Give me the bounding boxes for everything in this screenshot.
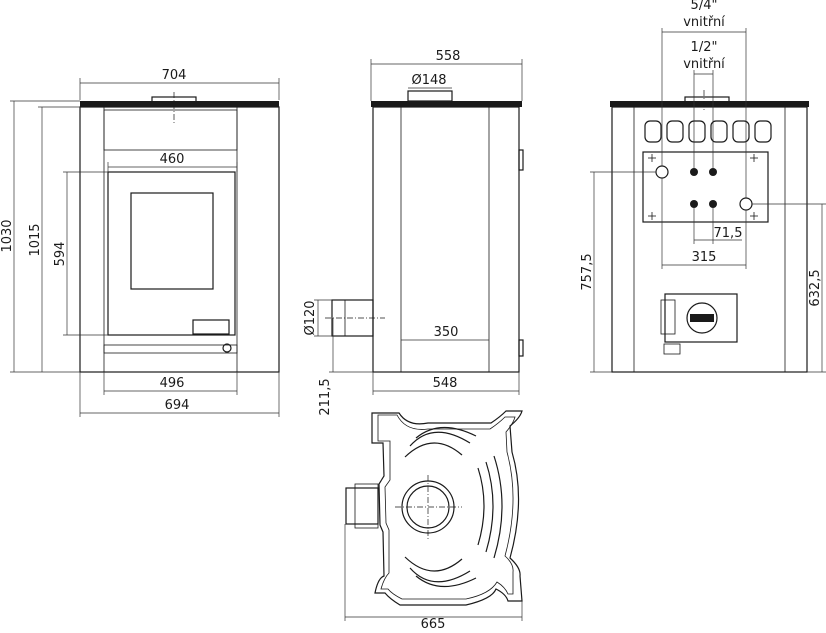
side-dim-558: 558 xyxy=(436,49,461,64)
top-dim-665: 665 xyxy=(421,617,446,632)
side-view: 558 Ø148 Ø120 211,5 350 548 xyxy=(303,49,524,416)
front-dim-704: 704 xyxy=(162,68,187,83)
rear-control-box xyxy=(664,293,738,343)
front-dim-496: 496 xyxy=(160,376,185,391)
rear-flue-collar xyxy=(684,96,730,103)
rear-label-1-2: 1/2" xyxy=(691,40,718,55)
rear-label-1-2-note: vnitřní xyxy=(683,57,725,72)
top-rear-flue-pipe xyxy=(345,487,379,525)
side-body xyxy=(372,106,520,373)
front-top-plate xyxy=(80,101,279,107)
rear-control-knob xyxy=(686,302,718,334)
front-dim-460: 460 xyxy=(160,152,185,167)
rear-top-plate xyxy=(610,101,809,107)
rear-plate-crosses xyxy=(648,154,758,220)
front-ash-drawer xyxy=(103,344,238,354)
front-view: 704 460 1030 1015 594 496 694 xyxy=(0,68,280,417)
side-flue-collar xyxy=(407,90,453,102)
front-dim-1015: 1015 xyxy=(28,223,43,256)
rear-connection-5-4-right xyxy=(739,197,753,211)
front-door-glass xyxy=(130,192,214,290)
side-hinge-top xyxy=(518,149,524,171)
side-dim-548: 548 xyxy=(433,376,458,391)
rear-body xyxy=(611,106,808,373)
front-upper-panel xyxy=(103,109,238,151)
top-view: 665 xyxy=(344,410,523,632)
top-outline xyxy=(371,410,523,606)
rear-dim-315: 315 xyxy=(692,250,717,265)
rear-connection-plate xyxy=(642,151,769,223)
front-door-handle xyxy=(192,319,230,335)
front-knob xyxy=(222,343,232,353)
side-dim-flue-120: Ø120 xyxy=(303,300,318,335)
side-top-plate xyxy=(371,101,522,107)
front-body xyxy=(79,106,280,373)
side-hinge-bottom xyxy=(518,339,524,357)
rear-vent-slots xyxy=(644,120,772,143)
top-arcs xyxy=(404,426,503,588)
rear-dim-71-5: 71,5 xyxy=(714,226,743,241)
rear-dim-632-5: 632,5 xyxy=(808,269,823,306)
rear-connection-1-2-c xyxy=(690,200,698,208)
rear-connection-5-4-left xyxy=(655,165,669,179)
rear-view: 5/4" vnitřní 1/2" vnitřní 71,5 315 757,5… xyxy=(580,0,826,373)
front-dim-694: 694 xyxy=(165,398,190,413)
side-dim-211-5: 211,5 xyxy=(318,378,333,415)
rear-label-5-4: 5/4" xyxy=(691,0,718,13)
front-door xyxy=(107,171,236,336)
rear-connection-1-2-a xyxy=(690,168,698,176)
side-dim-350: 350 xyxy=(434,325,459,340)
rear-label-5-4-note: vnitřní xyxy=(683,15,725,30)
rear-connection-1-2-b xyxy=(709,168,717,176)
side-dim-flue-148: Ø148 xyxy=(411,73,446,88)
rear-connection-1-2-d xyxy=(709,200,717,208)
rear-dim-757-5: 757,5 xyxy=(580,253,595,290)
front-dim-594: 594 xyxy=(53,242,68,267)
front-dim-1030: 1030 xyxy=(0,219,15,252)
